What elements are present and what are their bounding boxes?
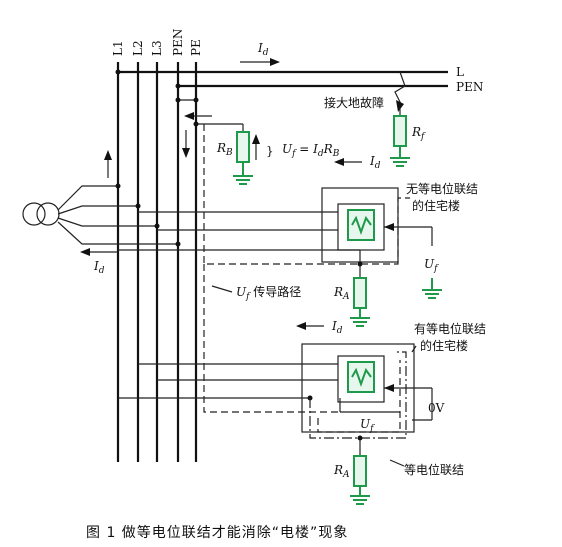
uf-bottom-label: Uf [360, 417, 375, 434]
uf-equation: Uf = IdRB [282, 142, 340, 159]
building-eq-line2: 的住宅楼 [420, 338, 468, 353]
arrow-left-icon [184, 112, 194, 120]
fault-label: 接大地故障 [324, 95, 384, 110]
arrow-up-icon [252, 134, 260, 144]
l2-label: L2 [131, 40, 145, 56]
conduction-path [203, 124, 410, 265]
id-left-label: Id [93, 259, 105, 276]
rf-label: Rf [411, 125, 426, 142]
pen-right-label: PEN [456, 80, 483, 94]
l1-label: L1 [111, 40, 125, 56]
id-mid-label: Id [369, 154, 381, 171]
uf-path-label: Uf 传导路径 [236, 284, 301, 302]
ra-top-resistor [353, 277, 367, 309]
transformer-icon [22, 202, 46, 226]
rb-resistor [236, 131, 250, 163]
arrow-right-icon [270, 58, 280, 66]
arrow-down-icon [182, 148, 190, 158]
fault-bolt-icon [394, 71, 406, 107]
building-no-eq-line1: 无等电位联结 [406, 181, 478, 196]
tn-c-s-diagram: L1 L2 L3 PEN PE L PEN Id RB } Uf = IdRB … [22, 29, 486, 505]
zero-volt-label: 0V [428, 401, 445, 415]
pe-label: PE [189, 39, 203, 56]
eq-bonding-path [309, 351, 407, 439]
l-right-label: L [456, 65, 464, 79]
rf-resistor [393, 115, 407, 147]
svg-text:}: } [266, 144, 274, 158]
ra-bottom-label: RA [333, 463, 350, 480]
figure-caption: 图 1 做等电位联结才能消除“电楼”现象 [86, 525, 349, 541]
ra-bottom-resistor [353, 455, 367, 487]
id-lower-label: Id [331, 319, 343, 336]
uf-right-label: Uf [424, 257, 439, 274]
load-resistor-bottom [347, 361, 375, 393]
building-no-eq-line2: 的住宅楼 [412, 198, 460, 213]
l3-label: L3 [150, 40, 164, 56]
eq-bonding-label: 等电位联结 [404, 462, 464, 477]
id-top-label: Id [257, 41, 269, 58]
pen-label: PEN [171, 29, 185, 56]
building-eq-line1: 有等电位联结 [414, 321, 486, 336]
ra-top-label: RA [333, 285, 350, 302]
rb-label: RB [216, 141, 233, 158]
